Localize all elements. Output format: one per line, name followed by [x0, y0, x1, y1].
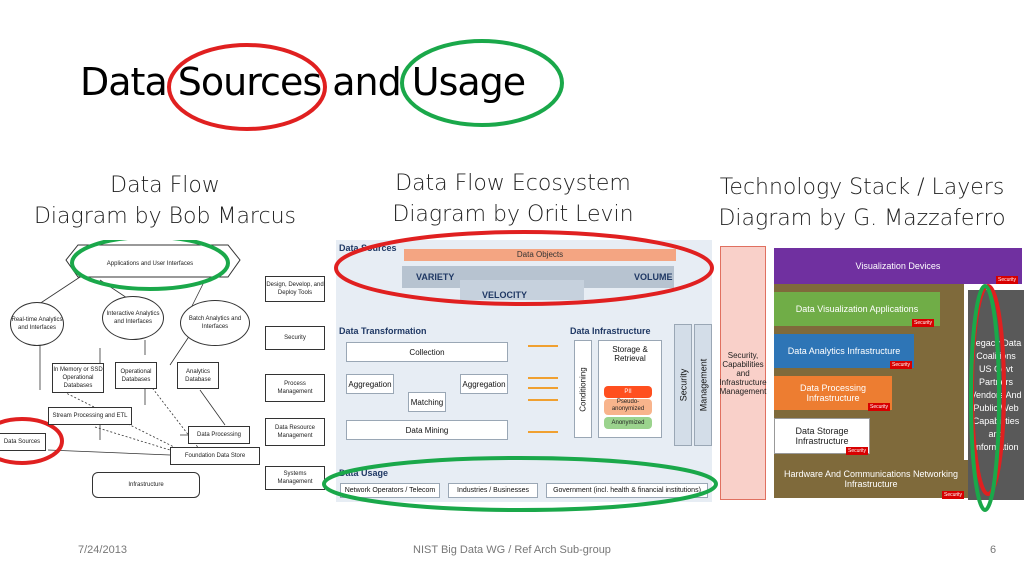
velocity-label: VELOCITY — [482, 290, 528, 300]
side-data-resource-management: Data Resource Management — [265, 418, 325, 446]
data-sources-box: Data Sources — [0, 433, 46, 451]
side-process-management: Process Management — [265, 374, 325, 402]
ecosystem-diagram: Data Sources Data Objects VARIETY VOLUME… — [336, 240, 712, 502]
infrastructure-box: Infrastructure — [92, 472, 200, 498]
data-objects-bar: Data Objects — [404, 249, 676, 261]
security-tag-5: Security — [846, 447, 869, 455]
aggregation-left-box: Aggregation — [346, 374, 394, 394]
data-sources-red-circle — [0, 417, 64, 465]
slide-title: Data Sources and Usage — [80, 60, 526, 104]
data-flow-diagram: Applications and User Interfaces Real-ti… — [0, 240, 330, 502]
data-transformation-label: Data Transformation — [339, 326, 427, 336]
foundation-data-store: Foundation Data Store — [170, 447, 260, 465]
ecosystem-highlights — [322, 230, 718, 512]
footer-date: 7/24/2013 — [78, 544, 127, 556]
security-tag-4: Security — [868, 403, 891, 411]
hardware-networking-layer: Hardware And Communications Networking I… — [774, 460, 968, 498]
side-design-tools: Design, Develop, and Deploy Tools — [265, 276, 325, 302]
realtime-analytics: Real-time Analytics and Interfaces — [10, 302, 64, 346]
security-column: Security — [674, 324, 692, 446]
security-tag-3: Security — [890, 361, 913, 369]
analytics-database: Analytics Database — [177, 362, 219, 389]
conditioning-box: Conditioning — [574, 340, 592, 438]
pii-layer: PII — [604, 386, 652, 398]
usage-telecom: Network Operators / Telecom — [340, 483, 440, 498]
data-infrastructure-label: Data Infrastructure — [570, 326, 651, 336]
batch-analytics: Batch Analytics and Interfaces — [180, 300, 250, 346]
security-management-panel: Security, Capabilities and Infrastructur… — [719, 246, 767, 500]
data-sources-red-oval — [334, 230, 714, 306]
footer-center: NIST Big Data WG / Ref Arch Sub-group — [413, 544, 611, 556]
in-memory-databases: In Memory or SSD Operational Databases — [52, 363, 104, 393]
data-usage-green-oval — [322, 456, 718, 512]
legacy-green-oval — [969, 284, 1001, 512]
collection-box: Collection — [346, 342, 508, 362]
usage-industries: Industries / Businesses — [448, 483, 538, 498]
stream-processing-etl: Stream Processing and ETL — [48, 407, 132, 425]
management-column: Management — [694, 324, 712, 446]
page-number: 6 — [990, 544, 997, 556]
usage-circle — [400, 39, 564, 127]
operational-databases: Operational Databases — [115, 362, 157, 389]
volume-label: VOLUME — [634, 272, 673, 282]
sources-circle — [167, 43, 327, 131]
pseudo-anonymized-layer: Pseudo-anonymized — [604, 399, 652, 415]
matching-box: Matching — [408, 392, 446, 412]
data-mining-box: Data Mining — [346, 420, 508, 440]
security-tag-2: Security — [912, 319, 935, 327]
stack-highlights — [969, 284, 1006, 512]
apps-user-interfaces: Applications and User Interfaces — [106, 261, 194, 267]
security-tag-1: Security — [996, 276, 1019, 284]
velocity-band — [460, 280, 584, 300]
security-tag-6: Security — [942, 491, 965, 499]
apps-green-circle — [70, 240, 230, 291]
anonymized-layer: Anonymized — [604, 417, 652, 429]
orange-arrows — [528, 342, 558, 438]
visualization-devices-layer: Visualization Devices — [774, 248, 1022, 284]
storage-infrastructure-layer: Data Storage Infrastructure — [774, 418, 870, 454]
aggregation-right-box: Aggregation — [460, 374, 508, 394]
variety-label: VARIETY — [416, 272, 455, 282]
side-systems-management: Systems Management — [265, 466, 325, 490]
data-processing-box: Data Processing — [188, 426, 250, 444]
data-usage-label: Data Usage — [339, 468, 389, 478]
interactive-analytics: Interactive Analytics and Interfaces — [102, 296, 164, 340]
usage-government: Government (incl. health & financial ins… — [546, 483, 708, 498]
side-security: Security — [265, 326, 325, 350]
